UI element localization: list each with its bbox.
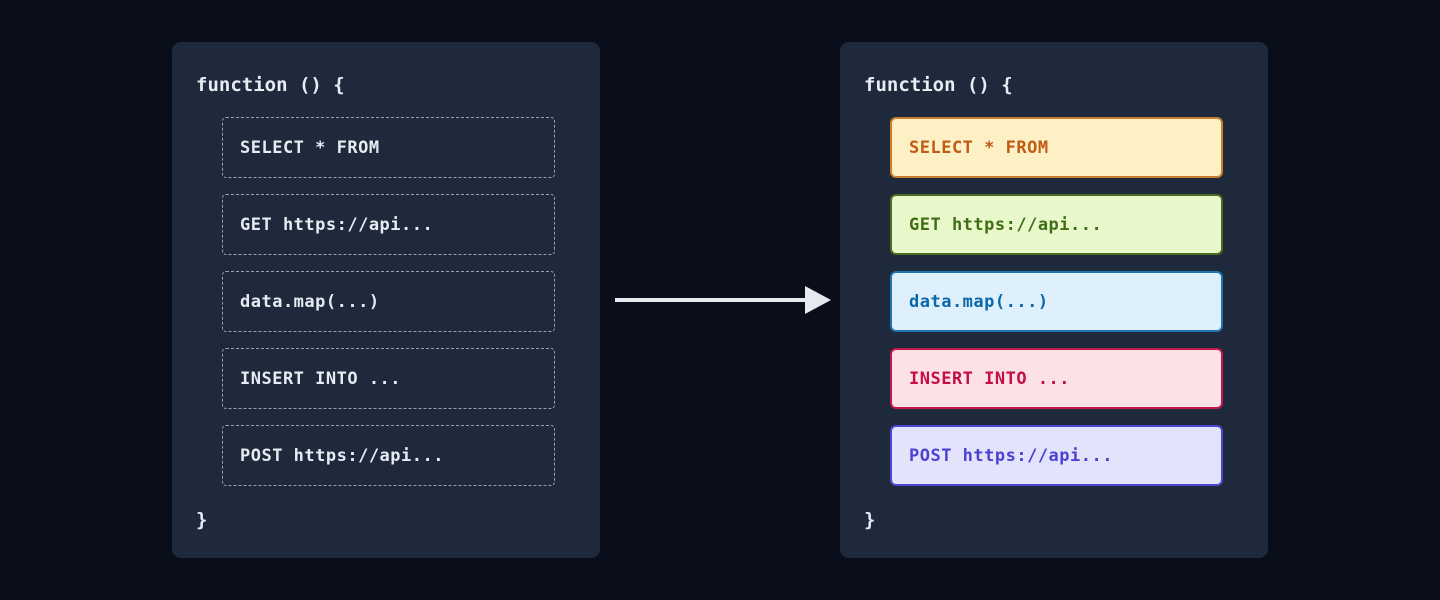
code-panel-after: function () { SELECT * FROM GET https://… <box>840 42 1268 558</box>
code-snippet-label: INSERT INTO ... <box>909 368 1071 389</box>
function-close-line: } <box>196 509 208 531</box>
code-snippet-label: data.map(...) <box>240 291 380 312</box>
code-snippet-label: INSERT INTO ... <box>240 368 402 389</box>
function-open-line: function () { <box>196 74 345 96</box>
code-snippet-box-colored: data.map(...) <box>890 271 1223 332</box>
code-snippet-label: GET https://api... <box>240 214 434 235</box>
code-snippet-box-dashed: INSERT INTO ... <box>222 348 555 409</box>
snippet-list-before: SELECT * FROM GET https://api... data.ma… <box>172 117 600 486</box>
function-close-line: } <box>864 509 876 531</box>
code-snippet-box-dashed: GET https://api... <box>222 194 555 255</box>
code-snippet-label: data.map(...) <box>909 291 1049 312</box>
function-open-line: function () { <box>864 74 1013 96</box>
code-snippet-box-colored: GET https://api... <box>890 194 1223 255</box>
code-snippet-box-dashed: data.map(...) <box>222 271 555 332</box>
code-snippet-box-dashed: SELECT * FROM <box>222 117 555 178</box>
code-snippet-label: SELECT * FROM <box>240 137 380 158</box>
code-snippet-label: POST https://api... <box>240 445 444 466</box>
code-snippet-box-colored: SELECT * FROM <box>890 117 1223 178</box>
code-snippet-box-dashed: POST https://api... <box>222 425 555 486</box>
code-snippet-box-colored: INSERT INTO ... <box>890 348 1223 409</box>
transform-arrow-icon <box>615 286 831 314</box>
snippet-list-after: SELECT * FROM GET https://api... data.ma… <box>840 117 1268 486</box>
code-snippet-label: POST https://api... <box>909 445 1113 466</box>
code-panel-before: function () { SELECT * FROM GET https://… <box>172 42 600 558</box>
code-snippet-box-colored: POST https://api... <box>890 425 1223 486</box>
code-snippet-label: SELECT * FROM <box>909 137 1049 158</box>
code-snippet-label: GET https://api... <box>909 214 1103 235</box>
